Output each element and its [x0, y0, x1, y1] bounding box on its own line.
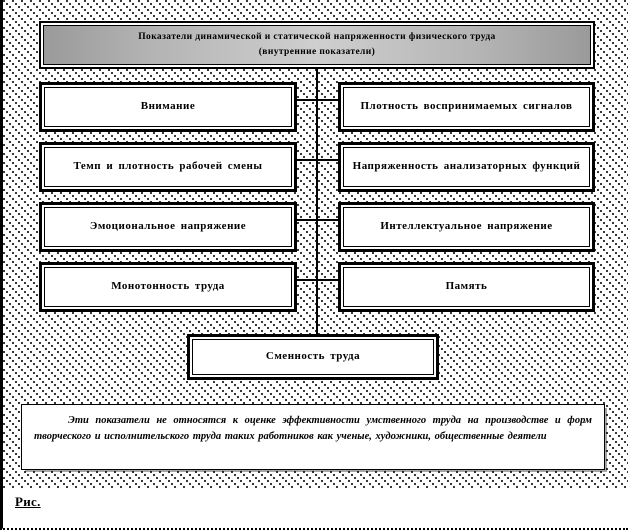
note-box: Эти показатели не относятся к оценке эфф…: [21, 404, 605, 470]
node-signal-density[interactable]: Плотность воспринимаемых сигналов: [338, 82, 595, 132]
node-intellectual-tension-inner: Интеллектуальное напряжение: [343, 207, 590, 247]
connector-branch-left-3: [297, 219, 317, 221]
node-analyzer-tension-inner: Напряженность анализаторных функций: [343, 147, 590, 187]
connector-branch-right-3: [316, 219, 338, 221]
node-pace-density-label: Темп и плотность рабочей смены: [73, 160, 263, 173]
figure-caption-label: Рис.: [15, 494, 41, 509]
node-emotional-tension-inner: Эмоциональное напряжение: [44, 207, 292, 247]
node-memory[interactable]: Память: [338, 262, 595, 312]
connector-branch-left-4: [297, 279, 317, 281]
node-analyzer-tension-label: Напряженность анализаторных функций: [352, 160, 581, 173]
node-attention-inner: Внимание: [44, 87, 292, 127]
connector-branch-left-1: [297, 99, 317, 101]
connector-branch-right-2: [316, 159, 338, 161]
node-intellectual-tension[interactable]: Интеллектуальное напряжение: [338, 202, 595, 252]
node-signal-density-inner: Плотность воспринимаемых сигналов: [343, 87, 590, 127]
diagram-title-inner: Показатели динамической и статической на…: [43, 25, 591, 65]
node-shift-work-inner: Сменность труда: [192, 339, 434, 375]
node-memory-label: Память: [445, 280, 488, 293]
node-analyzer-tension[interactable]: Напряженность анализаторных функций: [338, 142, 595, 192]
node-memory-inner: Память: [343, 267, 590, 307]
connector-branch-left-2: [297, 159, 317, 161]
node-attention-label: Внимание: [140, 100, 196, 113]
node-intellectual-tension-label: Интеллектуальное напряжение: [380, 220, 553, 233]
node-pace-density[interactable]: Темп и плотность рабочей смены: [39, 142, 297, 192]
connector-trunk-vertical: [316, 69, 318, 335]
diagram-canvas: Показатели динамической и статической на…: [0, 0, 628, 488]
node-shift-work[interactable]: Сменность труда: [187, 334, 439, 380]
node-signal-density-label: Плотность воспринимаемых сигналов: [360, 100, 573, 113]
node-pace-density-inner: Темп и плотность рабочей смены: [44, 147, 292, 187]
node-monotony-inner: Монотонность труда: [44, 267, 292, 307]
diagram-title-box: Показатели динамической и статической на…: [39, 21, 595, 69]
node-emotional-tension[interactable]: Эмоциональное напряжение: [39, 202, 297, 252]
diagram-title-line2: (внутренние показатели): [258, 47, 376, 57]
node-attention[interactable]: Внимание: [39, 82, 297, 132]
diagram-title-text: Показатели динамической и статической на…: [130, 30, 503, 59]
figure-footer: Рис.: [0, 488, 628, 530]
connector-branch-right-4: [316, 279, 338, 281]
node-emotional-tension-label: Эмоциональное напряжение: [89, 220, 247, 233]
node-monotony-label: Монотонность труда: [111, 280, 225, 293]
note-text: Эти показатели не относятся к оценке эфф…: [34, 415, 592, 442]
node-monotony[interactable]: Монотонность труда: [39, 262, 297, 312]
connector-branch-right-1: [316, 99, 338, 101]
node-shift-work-label: Сменность труда: [265, 350, 361, 363]
diagram-title-line1: Показатели динамической и статической на…: [138, 32, 496, 43]
